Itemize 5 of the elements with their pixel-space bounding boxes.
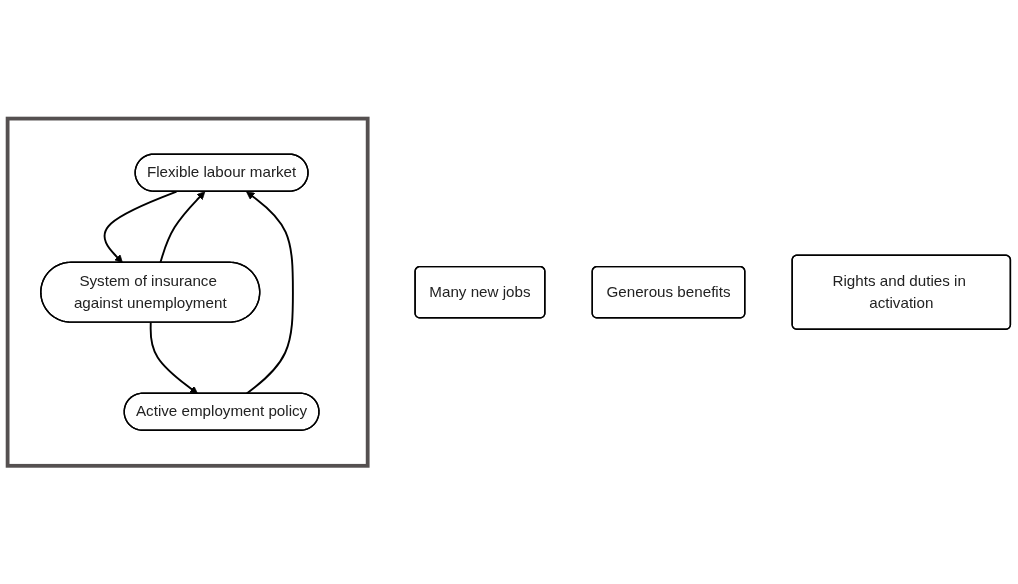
arrow (245, 191, 294, 395)
cluster (5, 116, 370, 468)
arrow (149, 321, 199, 394)
arrow (159, 191, 206, 264)
arrow (103, 190, 178, 263)
